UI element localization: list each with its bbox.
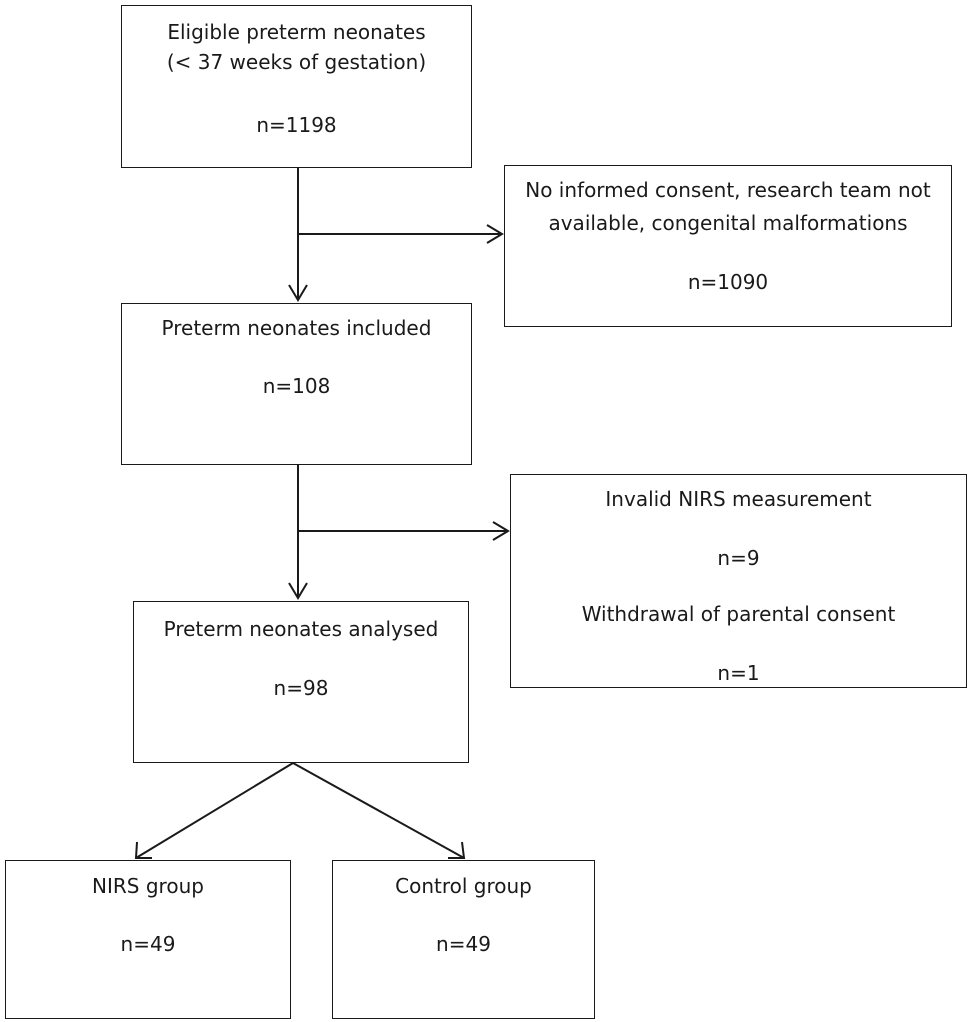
excluded-line2: available, congenital malformations [548,211,908,235]
invalid-nirs-count: n=9 [717,546,760,570]
arrowhead-excluded [486,224,504,244]
eligible-box: Eligible preterm neonates (< 37 weeks of… [121,5,472,168]
eligible-subtitle: (< 37 weeks of gestation) [166,50,427,74]
included-count: n=108 [262,374,331,398]
nirs-group-count: n=49 [120,932,176,956]
included-title: Preterm neonates included [161,316,432,340]
excluded-line1: No informed consent, research team not [525,178,931,202]
eligible-count: n=1198 [256,113,337,137]
arrowhead-analysed [288,582,308,600]
excluded2-box: Invalid NIRS measurement n=9 Withdrawal … [510,474,967,688]
arrow-to-control [292,762,465,859]
arrowhead-included [288,284,308,302]
excluded-count: n=1090 [687,270,769,294]
arrowhead-nirs [134,841,152,859]
control-group-count: n=49 [436,932,491,956]
withdrawal-count: n=1 [717,661,760,685]
included-box: Preterm neonates included n=108 [121,303,472,465]
control-group-title: Control group [395,874,532,898]
arrowhead-excluded2 [492,521,510,541]
invalid-nirs-label: Invalid NIRS measurement [605,487,872,511]
excluded-box: No informed consent, research team not a… [504,165,952,327]
analysed-count: n=98 [273,676,329,700]
withdrawal-label: Withdrawal of parental consent [581,602,896,626]
control-group-box: Control group n=49 [332,860,595,1019]
arrow-to-nirs [135,762,294,859]
nirs-group-box: NIRS group n=49 [5,860,291,1019]
eligible-title: Eligible preterm neonates [167,20,426,44]
nirs-group-title: NIRS group [92,874,204,898]
analysed-title: Preterm neonates analysed [163,617,439,641]
arrowhead-control [448,841,466,859]
analysed-box: Preterm neonates analysed n=98 [133,601,469,763]
